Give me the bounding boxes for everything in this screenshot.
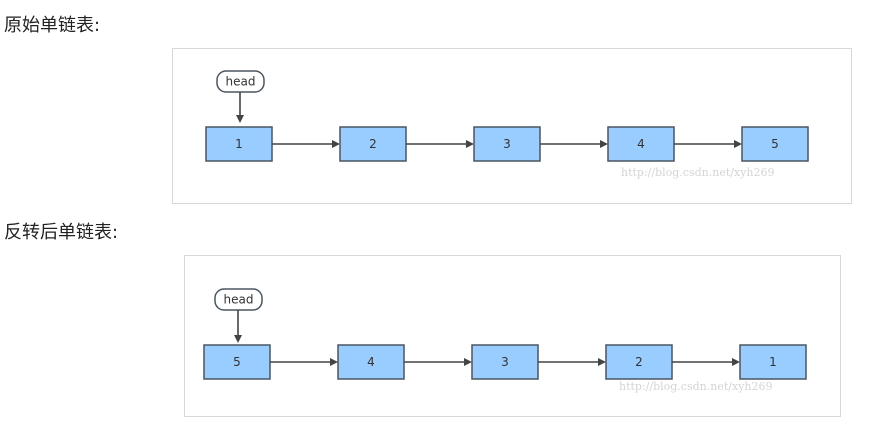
list-node-2-value: 2 (369, 137, 377, 151)
caption-original-list: 原始单链表: (4, 15, 101, 36)
list-node-5-value: 5 (771, 137, 779, 151)
watermark-text: http://blog.csdn.net/xyh269 (619, 380, 772, 393)
list-node-1-value: 1 (769, 355, 777, 369)
link-arrowhead-4-3 (464, 358, 472, 366)
list-node-5 (203, 344, 271, 380)
head-pointer-label: head (224, 293, 254, 307)
link-arrowhead-4-5 (734, 140, 742, 148)
link-arrowhead-5-4 (330, 358, 338, 366)
head-pointer-label: head (226, 75, 256, 89)
link-arrowhead-1-2 (332, 140, 340, 148)
link-arrowhead-2-1 (732, 358, 740, 366)
link-arrowhead-3-4 (600, 140, 608, 148)
list-node-4-value: 4 (367, 355, 375, 369)
diagram-original-list: head 1 2 3 4 5 (172, 48, 852, 204)
list-node-4 (337, 344, 405, 380)
head-pointer-arrowhead (236, 115, 244, 123)
list-node-4-value: 4 (637, 137, 645, 151)
list-node-3-value: 3 (501, 355, 509, 369)
link-arrowhead-3-2 (598, 358, 606, 366)
caption-reversed-list: 反转后单链表: (4, 222, 119, 243)
diagram-reversed-list: head 5 4 3 2 1 (184, 255, 841, 417)
list-node-3-value: 3 (503, 137, 511, 151)
list-node-3 (471, 344, 539, 380)
list-node-5 (741, 126, 809, 162)
linked-list-svg-reversed: head 5 4 3 2 1 (203, 288, 807, 393)
list-node-2-value: 2 (635, 355, 643, 369)
list-node-1-value: 1 (235, 137, 243, 151)
list-node-5-value: 5 (233, 355, 241, 369)
watermark-text: http://blog.csdn.net/xyh269 (621, 166, 774, 179)
linked-list-svg-original: head 1 2 3 4 5 (205, 70, 809, 179)
list-node-1 (739, 344, 807, 380)
list-node-1 (205, 126, 273, 162)
list-node-4 (607, 126, 675, 162)
link-arrowhead-2-3 (466, 140, 474, 148)
head-pointer-arrowhead (234, 335, 242, 343)
list-node-2 (605, 344, 673, 380)
